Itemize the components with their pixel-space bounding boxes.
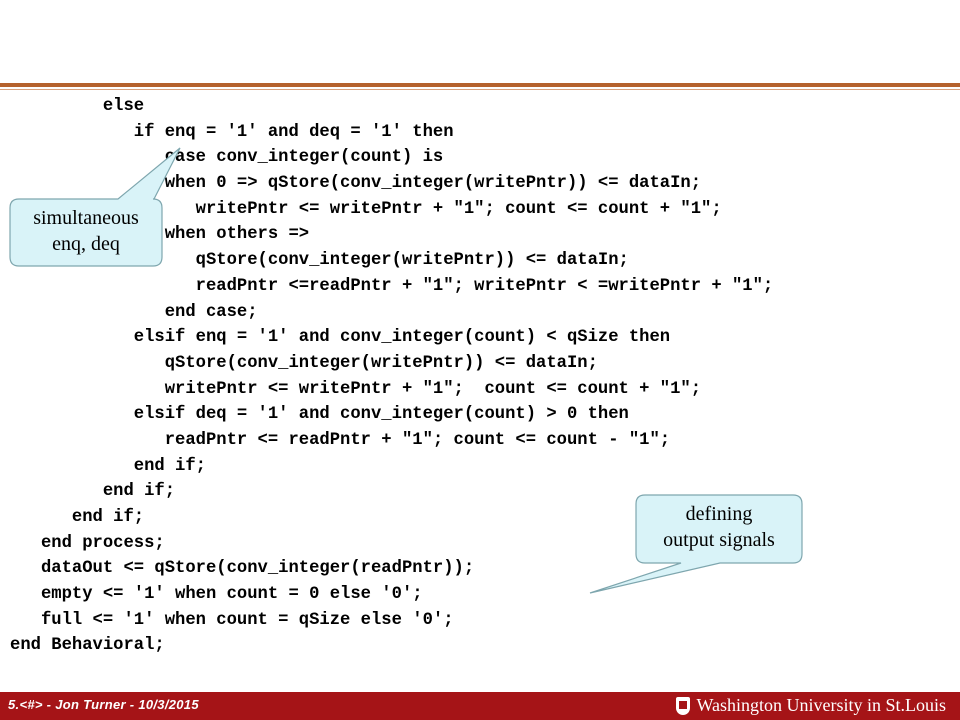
university-shield-icon	[676, 696, 691, 715]
callout-simultaneous: simultaneous enq, deq	[10, 205, 162, 257]
code-line: end process;	[10, 533, 165, 553]
code-line: elsif enq = '1' and conv_integer(count) …	[10, 328, 671, 348]
footer-bar: 5.<#> - Jon Turner - 10/3/2015 Washingto…	[0, 692, 960, 720]
footer-logo: Washington University in St.Louis	[676, 695, 946, 716]
code-line: full <= '1' when count = qSize else '0';	[10, 610, 454, 630]
code-line: writePntr <= writePntr + "1"; count <= c…	[10, 379, 702, 399]
callout-simultaneous-line1: simultaneous	[33, 207, 139, 229]
footer-slide-info: 5.<#> - Jon Turner - 10/3/2015	[8, 697, 199, 712]
code-block: else if enq = '1' and deq = '1' then cas…	[10, 94, 773, 659]
code-line: else	[10, 97, 145, 116]
callout-simultaneous-bubble	[9, 147, 181, 267]
callout-output-line1: defining	[685, 503, 753, 525]
code-line: qStore(conv_integer(writePntr)) <= dataI…	[10, 353, 598, 373]
code-line: readPntr <= readPntr + "1"; count <= cou…	[10, 430, 671, 450]
code-line: when 0 => qStore(conv_integer(writePntr)…	[10, 174, 702, 194]
code-line: qStore(conv_integer(writePntr)) <= dataI…	[10, 251, 629, 271]
callout-output-bubble	[589, 494, 803, 594]
code-line: end if;	[10, 456, 206, 476]
header-rule-thin	[0, 89, 960, 90]
code-line: end case;	[10, 302, 258, 322]
callout-simultaneous-line2: enq, deq	[52, 233, 120, 255]
code-line: case conv_integer(count) is	[10, 148, 444, 168]
callout-output: defining output signals	[636, 501, 802, 553]
code-line: end if;	[10, 482, 176, 502]
footer-university-name: Washington University in St.Louis	[696, 695, 946, 715]
code-line: writePntr <= writePntr + "1"; count <= c…	[10, 199, 722, 219]
code-line: when others =>	[164, 225, 310, 245]
code-line: dataOut <= qStore(conv_integer(readPntr)…	[10, 559, 475, 579]
code-line: elsif deq = '1' and conv_integer(count) …	[10, 405, 629, 425]
code-line: end Behavioral;	[10, 636, 165, 656]
callout-output-line2: output signals	[663, 529, 775, 551]
code-line: readPntr <=readPntr + "1"; writePntr < =…	[10, 276, 774, 296]
header-rule	[0, 83, 960, 87]
code-line: end if;	[10, 508, 145, 527]
code-line: empty <= '1' when count = 0 else '0';	[10, 585, 423, 605]
code-line: if enq = '1' and deq = '1' then	[10, 122, 454, 142]
